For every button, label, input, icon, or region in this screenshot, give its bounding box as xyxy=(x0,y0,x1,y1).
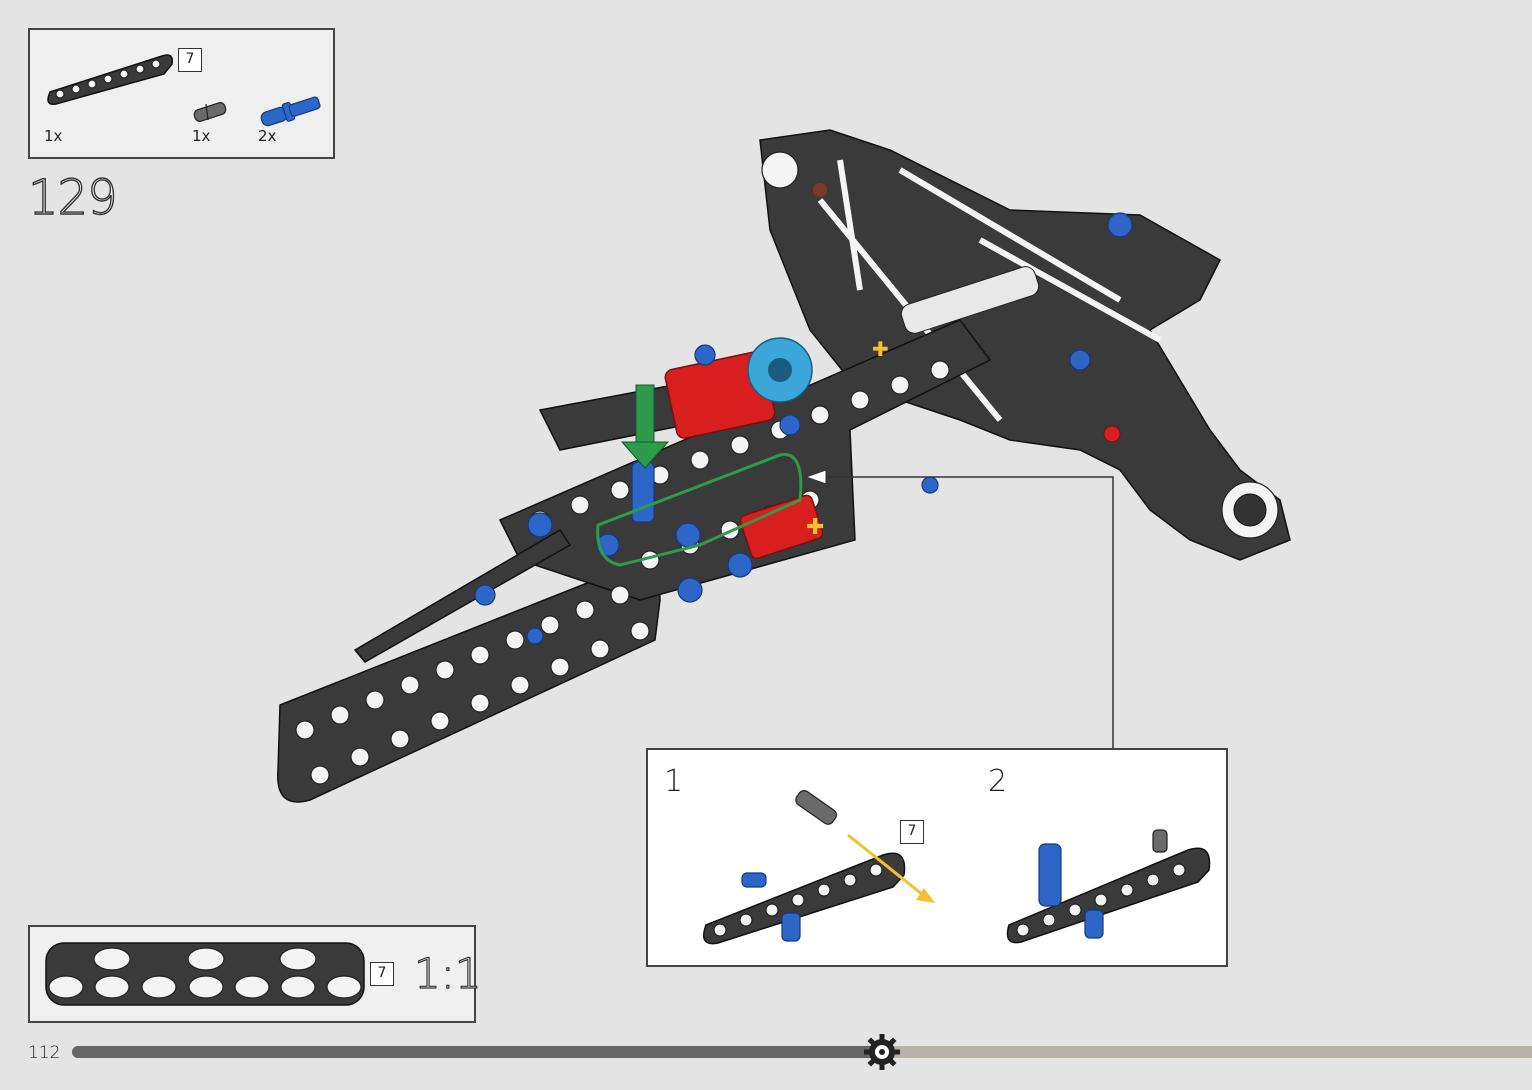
scale-ratio: 1:1 xyxy=(414,949,482,998)
progress-fill xyxy=(72,1046,882,1058)
callout-leader xyxy=(820,477,1113,748)
substep-2-number: 2 xyxy=(988,764,1007,799)
subassembly-callout: 1 7 2 xyxy=(646,748,1228,967)
substep-1-number: 1 xyxy=(664,764,683,799)
page-number: 112 xyxy=(28,1043,60,1063)
beam-scale-illustration xyxy=(46,941,366,1007)
substep-1-illustration xyxy=(698,785,948,955)
scale-length-tag: 7 xyxy=(370,962,394,986)
progress-gear-icon xyxy=(864,1034,900,1070)
substep-2-illustration xyxy=(1003,830,1218,950)
svg-text:✚: ✚ xyxy=(806,515,824,540)
svg-text:✚: ✚ xyxy=(872,337,889,361)
scale-box: 7 1:1 xyxy=(28,925,476,1023)
